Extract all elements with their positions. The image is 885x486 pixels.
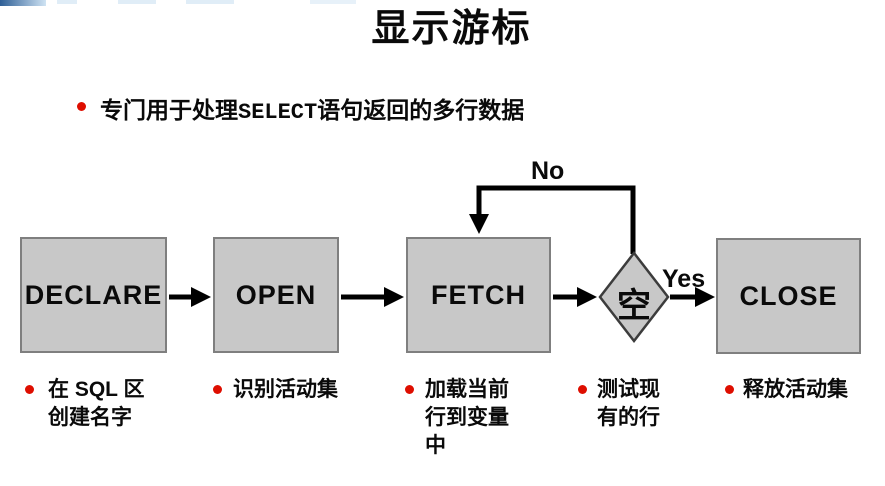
branch-label-yes: Yes [662,265,706,293]
bullet-icon [725,385,734,394]
flow-node-fetch: FETCH [406,237,551,353]
bullet-icon [25,385,34,394]
flow-node-empty-label: 空 [617,287,651,325]
flow-node-label: FETCH [431,279,526,310]
note-line: 行到变量 [425,406,509,429]
flow-node-declare: DECLARE [20,237,167,353]
window-artifact [118,0,156,4]
flow-node-open: OPEN [213,237,339,353]
flow-node-label: CLOSE [739,280,838,311]
window-artifact [310,0,356,4]
flow-node-label: DECLARE [24,279,163,310]
intro-text-code: SELECT [238,100,318,125]
note-open: 识别活动集 [233,376,338,404]
bullet-icon [213,385,222,394]
flow-node-label: OPEN [235,279,317,310]
intro-text-suffix: 语句返回的多行数据 [317,98,525,123]
note-line: 创建名字 [48,406,132,429]
slide-title: 显示游标 [371,8,532,50]
branch-label-no: No [531,157,565,185]
note-close: 释放活动集 [743,376,848,404]
note-empty: 测试现 有的行 [597,376,660,432]
bullet-icon [405,385,414,394]
note-fetch: 加载当前 行到变量 中 [425,376,509,460]
intro-text-prefix: 专门用于处理 [100,98,238,123]
intro-bullet: 专门用于处理SELECT语句返回的多行数据 [100,91,524,125]
window-artifact [57,0,77,4]
note-declare: 在 SQL 区 创建名字 [48,376,144,432]
note-line: 释放活动集 [743,378,848,401]
flow-node-close: CLOSE [716,238,861,354]
bullet-icon [77,102,86,111]
note-line: 中 [425,434,446,457]
bullet-icon [578,385,587,394]
note-line: 测试现 [597,378,660,401]
note-line: 加载当前 [425,378,509,401]
window-artifact [0,0,46,6]
window-artifact [186,0,234,4]
note-line: 有的行 [597,406,660,429]
note-line: 在 SQL 区 [48,378,145,401]
note-line: 识别活动集 [233,378,338,401]
